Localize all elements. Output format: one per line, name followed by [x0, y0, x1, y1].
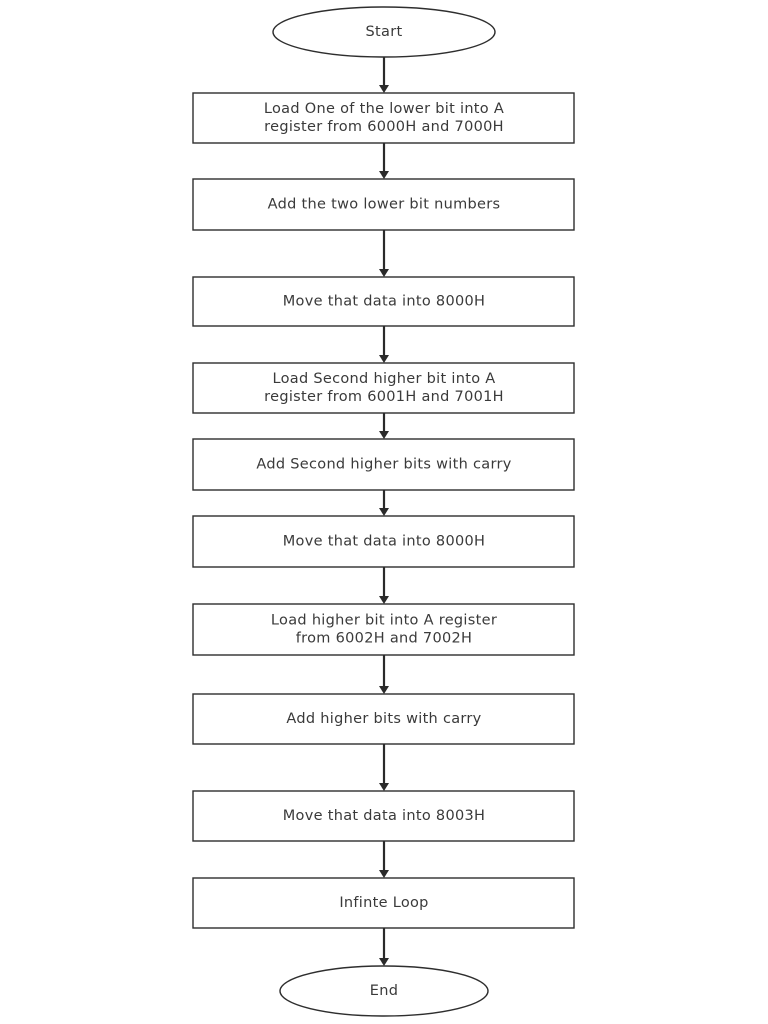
arrowhead-icon	[379, 686, 389, 694]
load-higher-label-line-1: Load higher bit into A register	[271, 613, 497, 629]
load-second-label-line-2: register from 6001H and 7001H	[264, 389, 504, 405]
process-step-loop: Infinte Loop	[192, 877, 575, 929]
add-higher-label-line-1: Add higher bits with carry	[286, 711, 481, 727]
move-1-label-line-1: Move that data into 8000H	[283, 294, 486, 310]
arrowhead-icon	[379, 431, 389, 439]
arrow-move-3-to-loop	[379, 841, 389, 878]
load-second-box	[192, 362, 575, 414]
move-3-box	[192, 790, 575, 842]
arrowhead-icon	[379, 269, 389, 277]
load-second-label-line-1: Load Second higher bit into A	[273, 371, 496, 387]
move-1-box	[192, 276, 575, 327]
arrow-add-second-to-move-2	[379, 490, 389, 516]
process-step-load-lower: Load One of the lower bit into A register…	[192, 92, 575, 144]
arrowhead-icon	[379, 958, 389, 966]
process-step-move-2: Move that data into 8000H	[192, 515, 575, 568]
arrowhead-icon	[379, 508, 389, 516]
arrow-start-to-load-lower	[379, 57, 389, 93]
arrowhead-icon	[379, 870, 389, 878]
terminal-start: Start	[272, 6, 496, 58]
move-3-label-line-1: Move that data into 8003H	[283, 808, 486, 824]
end-ellipse	[279, 965, 489, 1017]
terminal-end: End	[279, 965, 489, 1017]
arrowhead-icon	[379, 783, 389, 791]
add-lower-box	[192, 178, 575, 231]
loop-label-line-1: Infinte Loop	[339, 895, 428, 911]
start-label-line-1: Start	[366, 24, 403, 40]
arrow-add-lower-to-move-1	[379, 230, 389, 277]
arrowhead-icon	[379, 355, 389, 363]
process-step-add-higher: Add higher bits with carry	[192, 693, 575, 745]
move-2-box	[192, 515, 575, 568]
arrowhead-icon	[379, 85, 389, 93]
load-lower-box	[192, 92, 575, 144]
process-step-move-1: Move that data into 8000H	[192, 276, 575, 327]
arrow-load-second-to-add-second	[379, 413, 389, 439]
process-step-add-lower: Add the two lower bit numbers	[192, 178, 575, 231]
add-second-label-line-1: Add Second higher bits with carry	[256, 457, 511, 473]
process-step-add-second: Add Second higher bits with carry	[192, 438, 575, 491]
process-step-move-3: Move that data into 8003H	[192, 790, 575, 842]
add-lower-label-line-1: Add the two lower bit numbers	[268, 197, 501, 213]
arrow-move-1-to-load-second	[379, 326, 389, 363]
process-step-load-second: Load Second higher bit into A register fr…	[192, 362, 575, 414]
start-ellipse	[272, 6, 496, 58]
add-higher-box	[192, 693, 575, 745]
process-step-load-higher: Load higher bit into A register from 6002…	[192, 603, 575, 656]
load-lower-label-line-2: register from 6000H and 7000H	[264, 119, 504, 135]
arrow-move-2-to-load-higher	[379, 567, 389, 604]
end-label-line-1: End	[370, 983, 398, 999]
arrow-load-lower-to-add-lower	[379, 143, 389, 179]
arrowhead-icon	[379, 596, 389, 604]
load-higher-box	[192, 603, 575, 656]
loop-box	[192, 877, 575, 929]
arrow-loop-to-end	[379, 928, 389, 966]
connectors	[379, 57, 389, 966]
add-second-box	[192, 438, 575, 491]
load-lower-label-line-1: Load One of the lower bit into A	[264, 101, 504, 117]
arrowhead-icon	[379, 171, 389, 179]
arrow-add-higher-to-move-3	[379, 744, 389, 791]
load-higher-label-line-2: from 6002H and 7002H	[296, 631, 472, 647]
move-2-label-line-1: Move that data into 8000H	[283, 534, 486, 550]
arrow-load-higher-to-add-higher	[379, 655, 389, 694]
